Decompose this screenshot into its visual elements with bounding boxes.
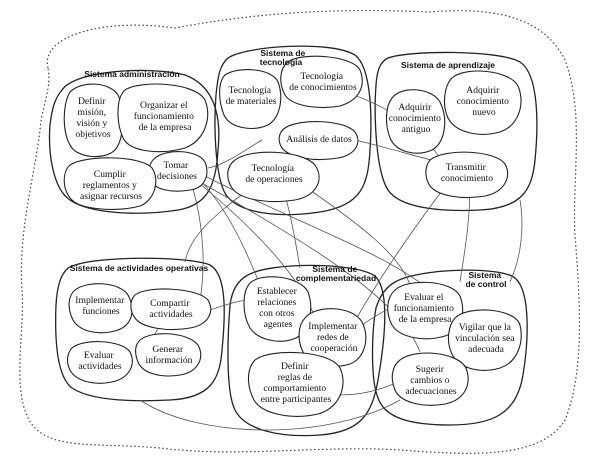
- system-control-outline: [371, 269, 528, 426]
- node-reglas: Definir reglas de comportamiento entre p…: [261, 361, 332, 405]
- edge-actividades-control: [139, 399, 401, 431]
- title-aprendizaje: Sistema de aprendizaje: [401, 60, 495, 70]
- edge-operaciones-actividades: [184, 189, 249, 263]
- node-cumplir-shape: [63, 157, 157, 210]
- edge-aprendizaje-control: [509, 199, 523, 283]
- node-generar-shape: [135, 333, 202, 377]
- node-conocimientos-shape: [280, 55, 363, 109]
- node-establecer: Establecer relaciones con otros agentes: [257, 286, 299, 330]
- environment-boundary: [19, 9, 581, 454]
- system-aprendizaje-outline: [374, 51, 538, 212]
- edge-operaciones-control: [309, 189, 411, 286]
- node-transmitir: Transmitir conocimiento: [441, 162, 493, 184]
- node-redes-shape: [298, 308, 367, 368]
- title-control: Sistema de control: [465, 270, 506, 289]
- system-administracion: [48, 69, 220, 214]
- node-implementar-shape: [68, 283, 133, 334]
- edge-transmitir-vigilar: [459, 184, 471, 283]
- node-reglas-shape: [247, 351, 344, 417]
- node-implementar: Implementar funciones: [75, 295, 126, 317]
- edge-operaciones-complementariedad: [284, 194, 301, 269]
- node-organizar: Organizar el funcionamiento de la empres…: [134, 100, 197, 133]
- system-complementariedad-outline: [227, 264, 386, 437]
- node-evaluar-func-shape: [387, 281, 464, 340]
- node-redes: Implementar redes de cooperación: [308, 321, 359, 354]
- node-materiales: Tecnología de materiales: [226, 85, 277, 107]
- system-control: [371, 269, 528, 426]
- node-antiguo-shape: [385, 89, 446, 154]
- node-materiales-shape: [219, 69, 282, 129]
- system-actividades: [54, 257, 225, 402]
- system-aprendizaje: [374, 51, 538, 212]
- edge-transmitir-redes: [349, 179, 451, 331]
- title-tecnologia: Sistema de tecnología: [260, 48, 308, 67]
- node-establecer-shape: [243, 276, 312, 342]
- node-compartir: Compartir actividades: [149, 298, 192, 320]
- node-organizar-shape: [117, 83, 209, 153]
- node-vigilar: Vigilar que la vinculación sea adecuada: [455, 322, 517, 355]
- system-tecnologia-outline: [214, 45, 372, 216]
- node-tomar: Tomar decisiones: [157, 160, 197, 182]
- title-actividades: Sistema de actividades operativas: [70, 263, 209, 273]
- node-evaluar: Evaluar actividades: [78, 350, 121, 372]
- title-complementariedad: Sistema de complementariedad: [296, 264, 376, 283]
- node-evaluar-shape: [67, 341, 133, 384]
- node-mision-shape: [63, 83, 124, 158]
- node-transmitir-shape: [425, 151, 509, 199]
- node-analisis-shape: [278, 121, 359, 161]
- system-complementariedad: [227, 264, 386, 437]
- node-cumplir: Cumplir reglamentos y asignar recursos: [80, 169, 142, 202]
- node-operaciones-shape: [227, 151, 320, 203]
- node-mision: Definir misión, visión y objetivos: [75, 96, 110, 140]
- node-nuevo-shape: [443, 70, 522, 135]
- node-antiguo: Adquirir conocimiento antiguo: [389, 102, 444, 135]
- system-administracion-outline: [48, 69, 220, 214]
- system-actividades-outline: [54, 257, 225, 402]
- system-tecnologia: [214, 45, 372, 216]
- node-vigilar-shape: [447, 309, 522, 371]
- title-administracion: Sistema administración: [84, 69, 179, 79]
- node-conocimientos: Tecnología de conocimientos: [289, 71, 357, 93]
- node-evaluar-func: Evaluar el funcionamiento de la empresa: [394, 292, 457, 325]
- node-analisis: Análisis de datos: [286, 134, 352, 145]
- node-nuevo: Adquirir conocimiento nuevo: [457, 85, 512, 118]
- node-compartir-shape: [130, 288, 212, 331]
- edge-tomar-analisis: [207, 139, 263, 169]
- node-operaciones: Tecnología de operaciones: [245, 163, 303, 185]
- edge-tomar-compartir: [191, 184, 204, 301]
- node-sugerir-shape: [391, 352, 469, 406]
- node-generar: Generar información: [146, 344, 193, 366]
- node-sugerir: Sugerir cambios o adecuaciones: [405, 364, 456, 397]
